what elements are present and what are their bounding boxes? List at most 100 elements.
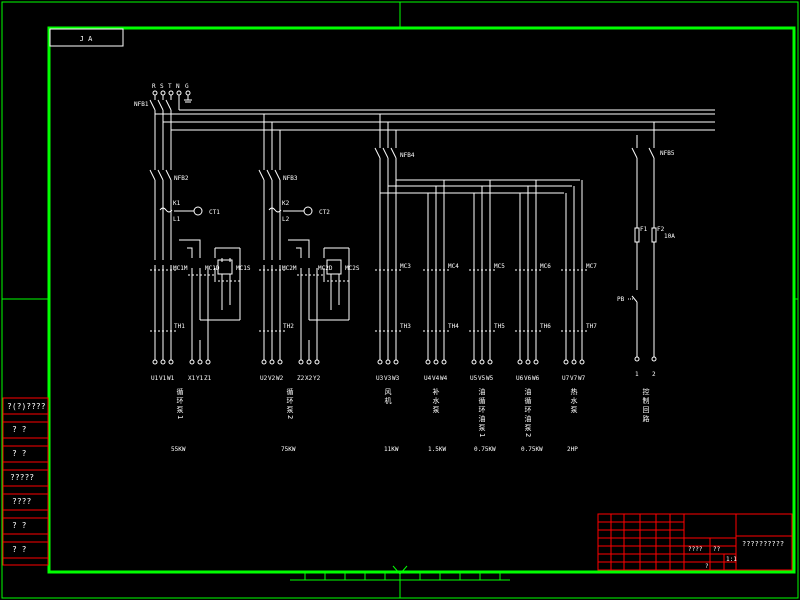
feeder-terminal: U7 bbox=[562, 375, 570, 382]
left-strip-row-1: ?(?)???? bbox=[7, 402, 46, 411]
group1-term-2: V1 bbox=[159, 375, 167, 382]
group2-term-2: V2 bbox=[268, 375, 276, 382]
group1-ct-l: L1 bbox=[173, 216, 181, 223]
group1-name: 循环泵1 bbox=[176, 387, 184, 421]
feeder-branch bbox=[515, 180, 541, 365]
control-fuse-1: F1 bbox=[640, 226, 648, 233]
feeder-terminal: W3 bbox=[392, 375, 400, 382]
feeder-branch-name: 风机 bbox=[384, 388, 392, 406]
group1-ct-label: CT1 bbox=[209, 209, 220, 216]
supply-label-s: S bbox=[160, 83, 164, 90]
control-term-1: 1 bbox=[635, 371, 639, 378]
feeder-terminal: V3 bbox=[384, 375, 392, 382]
group1-mc-s: MC1S bbox=[236, 265, 251, 272]
feeder-thermal: TH6 bbox=[540, 323, 551, 330]
group2-mc-d: MC2D bbox=[318, 265, 333, 272]
group2-ct-label: CT2 bbox=[319, 209, 330, 216]
title-block bbox=[597, 513, 793, 571]
motor-group-1 bbox=[149, 114, 241, 365]
control-name: 控制回路 bbox=[642, 387, 650, 424]
feeder-branch bbox=[423, 180, 449, 365]
corner-tag: J A bbox=[49, 28, 124, 47]
control-circuit bbox=[628, 122, 657, 362]
left-strip-row-3: ? ? bbox=[12, 449, 27, 458]
left-strip-row-6: ? ? bbox=[12, 521, 27, 530]
feeder-terminal: V4 bbox=[432, 375, 440, 382]
control-breaker: NFB5 bbox=[660, 150, 675, 157]
feeder-terminal: U5 bbox=[470, 375, 478, 382]
supply-label-r: R bbox=[152, 83, 156, 90]
supply-label-t: T bbox=[168, 83, 172, 90]
group1-term-6: Z1 bbox=[204, 375, 212, 382]
feeder-thermal: TH7 bbox=[586, 323, 597, 330]
group2-term-6: Y2 bbox=[313, 375, 321, 382]
group1-term-3: W1 bbox=[167, 375, 175, 382]
feeder-section bbox=[374, 114, 580, 360]
feeder-contactor: MC5 bbox=[494, 263, 505, 270]
feeder-terminal: U4 bbox=[424, 375, 432, 382]
left-revision-strip bbox=[2, 397, 49, 566]
group2-mc-m: MC2M bbox=[282, 265, 297, 272]
left-strip-row-7: ? ? bbox=[12, 545, 27, 554]
feeder-contactor: MC7 bbox=[586, 263, 597, 270]
group2-breaker: NFB3 bbox=[283, 175, 298, 182]
feeder-terminal: V5 bbox=[478, 375, 486, 382]
group1-ct-k: K1 bbox=[173, 200, 181, 207]
feeder-contactor: MC4 bbox=[448, 263, 459, 270]
title-block-scale: 1:1 bbox=[726, 556, 737, 563]
feeder-contactor: MC6 bbox=[540, 263, 551, 270]
left-strip-row-2: ? ? bbox=[12, 425, 27, 434]
feeder-branch-power: 2HP bbox=[567, 446, 578, 453]
control-pushbutton: PB bbox=[617, 296, 625, 303]
feeder-branch-power: 11KW bbox=[384, 446, 399, 453]
group1-breaker: NFB2 bbox=[174, 175, 189, 182]
left-strip-row-4: ????? bbox=[10, 473, 34, 482]
group1-mc-d: MC1D bbox=[205, 265, 220, 272]
motor-group-2 bbox=[258, 114, 350, 365]
feeder-branch bbox=[469, 180, 495, 365]
group2-power: 75KW bbox=[281, 446, 296, 453]
group2-term-1: U2 bbox=[260, 375, 268, 382]
feeder-terminal: V7 bbox=[570, 375, 578, 382]
feeder-branch-name: 油循环油泵2 bbox=[524, 387, 532, 439]
title-block-cell-3: ? bbox=[705, 563, 709, 570]
feeder-thermal: TH3 bbox=[400, 323, 411, 330]
control-fuse-2: F2 bbox=[657, 226, 665, 233]
feeder-thermal: TH5 bbox=[494, 323, 505, 330]
feeder-terminal: W5 bbox=[486, 375, 494, 382]
group1-term-1: U1 bbox=[151, 375, 159, 382]
feeder-terminal: U6 bbox=[516, 375, 524, 382]
left-strip-row-5: ???? bbox=[12, 497, 31, 506]
feeder-branch bbox=[375, 269, 401, 365]
group1-power: 55KW bbox=[171, 446, 186, 453]
feeder-terminal: W6 bbox=[532, 375, 540, 382]
title-block-title: ?????????? bbox=[742, 540, 784, 548]
feeder-branch-name: 补水泵 bbox=[432, 387, 440, 415]
group2-term-4: Z2 bbox=[297, 375, 305, 382]
feeder-branch-power: 0.75KW bbox=[521, 446, 543, 453]
supply-label-g: G bbox=[185, 83, 189, 90]
group1-term-4: X1 bbox=[188, 375, 196, 382]
control-fuse-rating: 10A bbox=[664, 233, 675, 240]
feeder-branch-name: 油循环油泵1 bbox=[478, 387, 486, 439]
feeder-contactor: MC3 bbox=[400, 263, 411, 270]
feeder-terminal: U3 bbox=[376, 375, 384, 382]
group2-name: 循环泵2 bbox=[286, 387, 294, 421]
feeder-branch bbox=[561, 180, 587, 365]
title-block-cell-1: ???? bbox=[688, 546, 703, 553]
feeder-branch-name: 热水泵 bbox=[570, 387, 578, 415]
group1-mc-m: MC1M bbox=[173, 265, 188, 272]
supply-label-n: N bbox=[176, 83, 180, 90]
group2-ct-l: L2 bbox=[282, 216, 290, 223]
control-term-2: 2 bbox=[652, 371, 656, 378]
feeder-terminal: V6 bbox=[524, 375, 532, 382]
feeder-breaker: NFB4 bbox=[400, 152, 415, 159]
feeder-branch-power: 0.75KW bbox=[474, 446, 496, 453]
group2-mc-s: MC2S bbox=[345, 265, 360, 272]
group1-thermal: TH1 bbox=[174, 323, 185, 330]
feeder-branch-power: 1.5KW bbox=[428, 446, 446, 453]
feeder-terminal: W4 bbox=[440, 375, 448, 382]
